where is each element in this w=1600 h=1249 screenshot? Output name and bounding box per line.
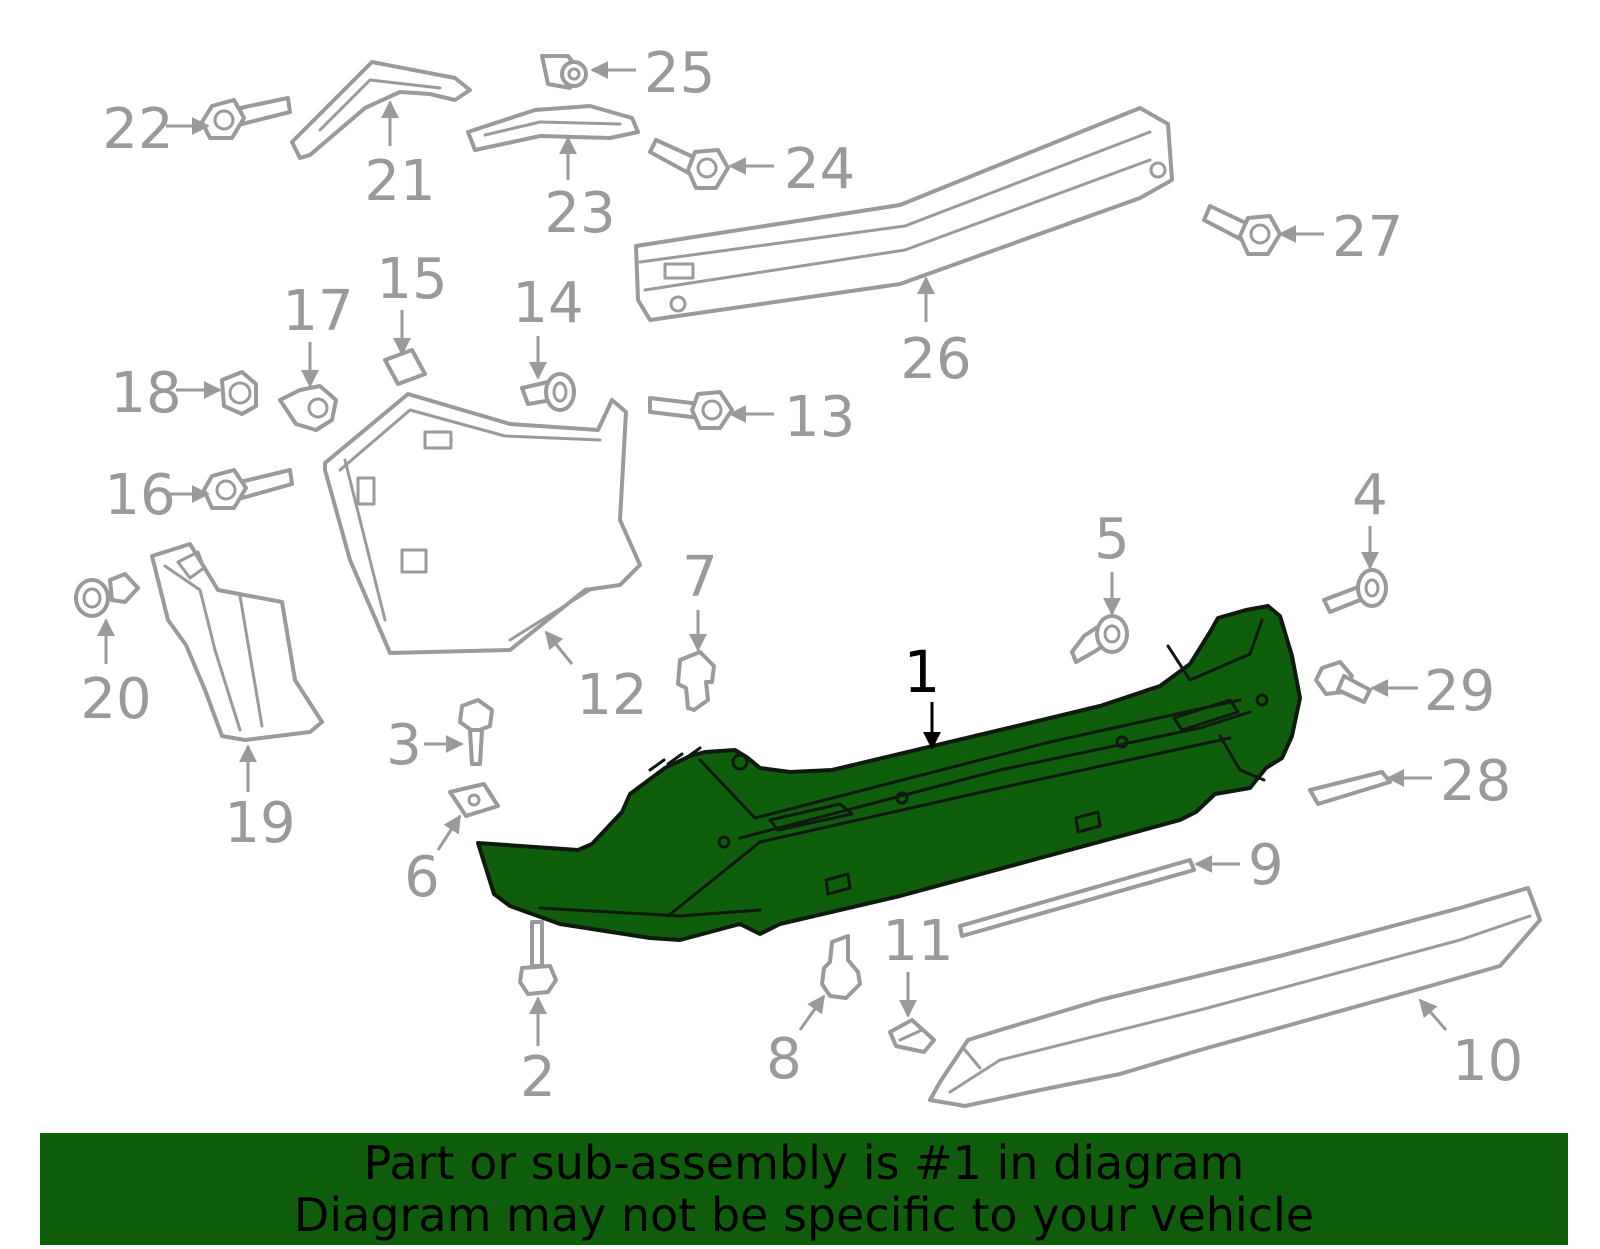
clip-11-part (888, 1018, 936, 1054)
callout-label-23: 23 (544, 181, 615, 246)
callout-13: 13 (728, 385, 855, 450)
callout-24: 24 (728, 137, 855, 202)
callout-26: 26 (900, 276, 972, 392)
rear-bumper-cover-part (476, 604, 1302, 942)
banner-line-2: Diagram may not be specific to your vehi… (293, 1188, 1315, 1242)
callout-label-11: 11 (882, 909, 953, 974)
callout-label-29: 29 (1424, 659, 1495, 724)
clip-7-part (676, 650, 716, 712)
callout-label-27: 27 (1332, 205, 1403, 270)
callout-3: 3 (386, 713, 464, 778)
retainer-14-part (520, 372, 576, 412)
callout-25: 25 (590, 41, 715, 106)
callout-18: 18 (110, 361, 222, 426)
banner-line-1: Part or sub-assembly is #1 in diagram (363, 1136, 1245, 1190)
bolt-24-part (648, 138, 730, 190)
callout-27: 27 (1278, 205, 1403, 270)
side-bracket-12-part (323, 392, 642, 655)
retainer-5-part (1070, 614, 1129, 664)
callout-label-8: 8 (766, 1027, 802, 1092)
callout-label-14: 14 (512, 271, 583, 336)
callout-label-4: 4 (1352, 463, 1388, 528)
callout-5: 5 (1094, 507, 1130, 616)
nut-18-part (220, 370, 258, 416)
callout-label-6: 6 (404, 845, 440, 910)
callout-28: 28 (1386, 749, 1511, 814)
bracket-21-part (290, 60, 472, 160)
callout-6: 6 (404, 814, 462, 910)
lower-cover-10-part (928, 886, 1542, 1108)
callout-label-2: 2 (520, 1045, 556, 1110)
callout-17: 17 (282, 279, 354, 388)
callout-19: 19 (224, 744, 296, 856)
callout-arrow-12 (544, 630, 574, 665)
callout-label-16: 16 (104, 463, 175, 528)
callout-label-19: 19 (224, 791, 295, 856)
callout-label-3: 3 (386, 713, 422, 778)
callout-label-18: 18 (110, 361, 181, 426)
callout-22: 22 (102, 97, 210, 162)
callout-arrow-8 (798, 994, 826, 1031)
nut-25-part (540, 54, 588, 90)
bolt-13-part (648, 390, 734, 430)
callout-label-22: 22 (102, 97, 173, 162)
stud-8-part (820, 934, 862, 1000)
callout-label-5: 5 (1094, 507, 1130, 572)
callout-label-15: 15 (376, 247, 447, 312)
reinforcement-bar-part (634, 106, 1174, 322)
callout-label-26: 26 (900, 327, 971, 392)
screw-4-part (1322, 568, 1388, 614)
callout-8: 8 (766, 994, 826, 1092)
bolt-2-part (518, 920, 558, 996)
callout-21: 21 (364, 100, 436, 214)
callout-9: 9 (1194, 833, 1284, 898)
callout-1: 1 (904, 638, 941, 750)
callout-12: 12 (544, 630, 648, 728)
callout-label-28: 28 (1440, 749, 1511, 814)
bolt-3-part (458, 698, 494, 766)
clip-20-part (74, 572, 140, 618)
callout-15: 15 (376, 247, 448, 356)
callout-29: 29 (1370, 659, 1495, 724)
clip-6-part (448, 782, 500, 818)
callout-label-7: 7 (682, 545, 718, 610)
callout-7: 7 (682, 545, 718, 652)
callout-label-24: 24 (784, 137, 855, 202)
side-panel-19-part (150, 542, 324, 742)
callout-label-13: 13 (784, 385, 855, 450)
bolt-16-part (202, 468, 294, 510)
callout-label-20: 20 (80, 667, 151, 732)
callout-2: 2 (520, 996, 556, 1110)
callout-23: 23 (544, 136, 616, 246)
callout-label-17: 17 (282, 279, 353, 344)
bolt-22-part (200, 96, 292, 140)
clip-15-part (383, 348, 427, 386)
bolt-29-part (1314, 660, 1372, 704)
bolt-27-part (1202, 204, 1282, 256)
strip-28-part (1308, 770, 1392, 806)
strip-9-part (958, 858, 1196, 938)
callout-14: 14 (512, 271, 584, 380)
callout-label-25: 25 (644, 41, 715, 106)
callout-label-21: 21 (364, 149, 435, 214)
callout-16: 16 (104, 463, 210, 528)
callout-label-12: 12 (576, 663, 647, 728)
info-banner: Part or sub-assembly is #1 in diagram Di… (40, 1133, 1568, 1245)
callout-arrow-10 (1418, 998, 1448, 1031)
callout-11: 11 (882, 909, 954, 1018)
callout-20: 20 (80, 618, 152, 732)
callout-label-1: 1 (904, 638, 941, 706)
callout-4: 4 (1352, 463, 1388, 570)
callout-label-9: 9 (1248, 833, 1284, 898)
nut-17-part (278, 384, 338, 432)
bracket-23-part (466, 104, 640, 152)
callout-10: 10 (1418, 998, 1523, 1094)
callout-arrow-6 (436, 814, 462, 851)
callout-label-10: 10 (1452, 1029, 1523, 1094)
